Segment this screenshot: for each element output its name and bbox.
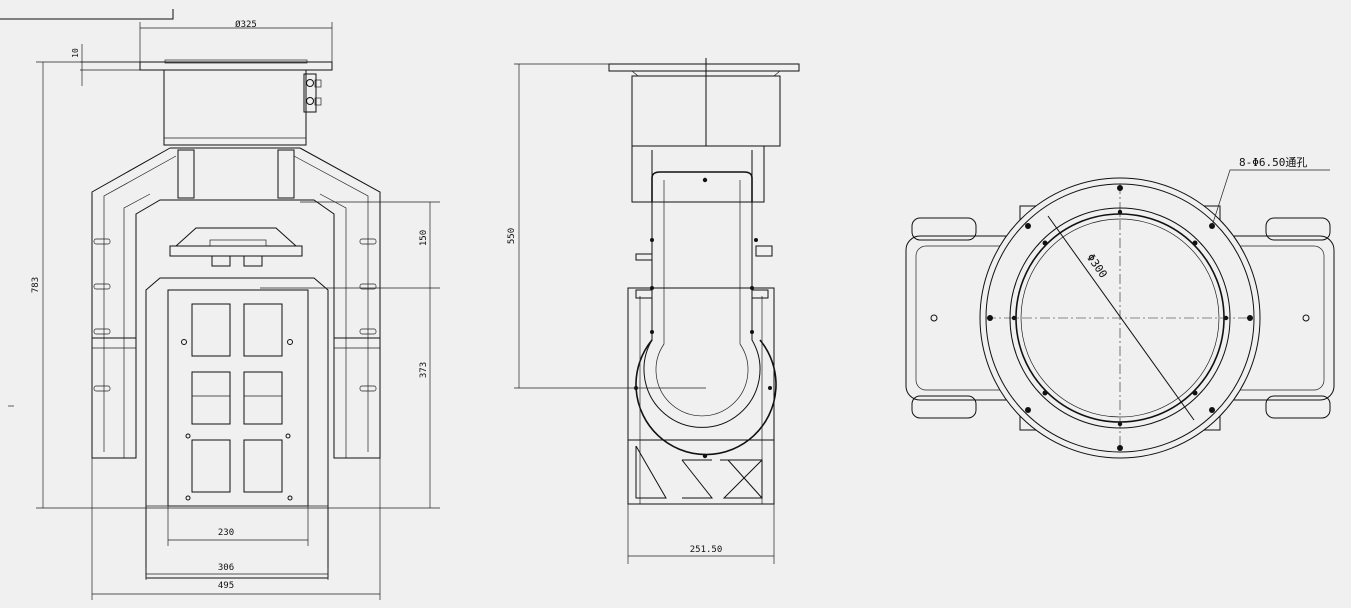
upper-segment-dim: 150: [419, 230, 429, 246]
side-view: 550 251.50: [507, 58, 800, 564]
overall-width-dim: 495: [218, 581, 234, 591]
base-width-dim: 251.50: [690, 545, 723, 555]
inner-width-dim: 230: [218, 528, 234, 538]
frame-width-dim: 306: [218, 563, 234, 573]
top-view: 8-Φ6.50通孔 Φ300: [905, 156, 1335, 459]
lower-segment-dim: 373: [419, 362, 429, 378]
side-height-dim: 550: [507, 228, 517, 244]
flange-diameter-dim: Ø325: [235, 19, 257, 30]
front-view: Ø325 10 783 150 373 230 306 495: [0, 9, 440, 600]
flange-thickness-dim: 10: [71, 48, 80, 58]
total-height-dim: 783: [31, 277, 41, 293]
hole-note-label: 8-Φ6.50通孔: [1239, 156, 1307, 169]
